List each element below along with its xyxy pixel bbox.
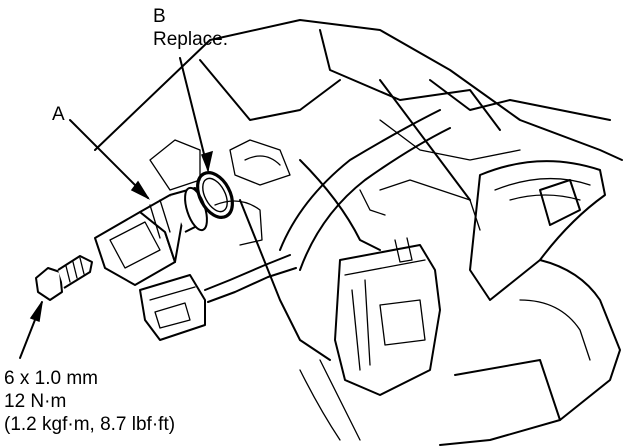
harness-connector — [139, 274, 206, 341]
callout-b-note: Replace. — [153, 29, 228, 50]
bolt-size-label: 6 x 1.0 mm — [4, 368, 98, 389]
o-ring-b — [196, 171, 234, 219]
callout-a-label: A — [52, 104, 65, 125]
hose — [279, 79, 471, 271]
connector-block — [334, 237, 441, 396]
bolt — [35, 255, 93, 301]
bolt-torque-alt-label: (1.2 kgf·m, 8.7 lbf·ft) — [4, 414, 176, 435]
callout-b-label: B — [153, 6, 166, 27]
sensor-a — [94, 186, 208, 286]
bolt-torque-label: 12 N·m — [4, 391, 67, 412]
engine-block-outline — [94, 19, 623, 361]
throttle-body — [439, 160, 621, 446]
leader-lines — [19, 57, 214, 359]
wire-harness — [204, 254, 361, 441]
